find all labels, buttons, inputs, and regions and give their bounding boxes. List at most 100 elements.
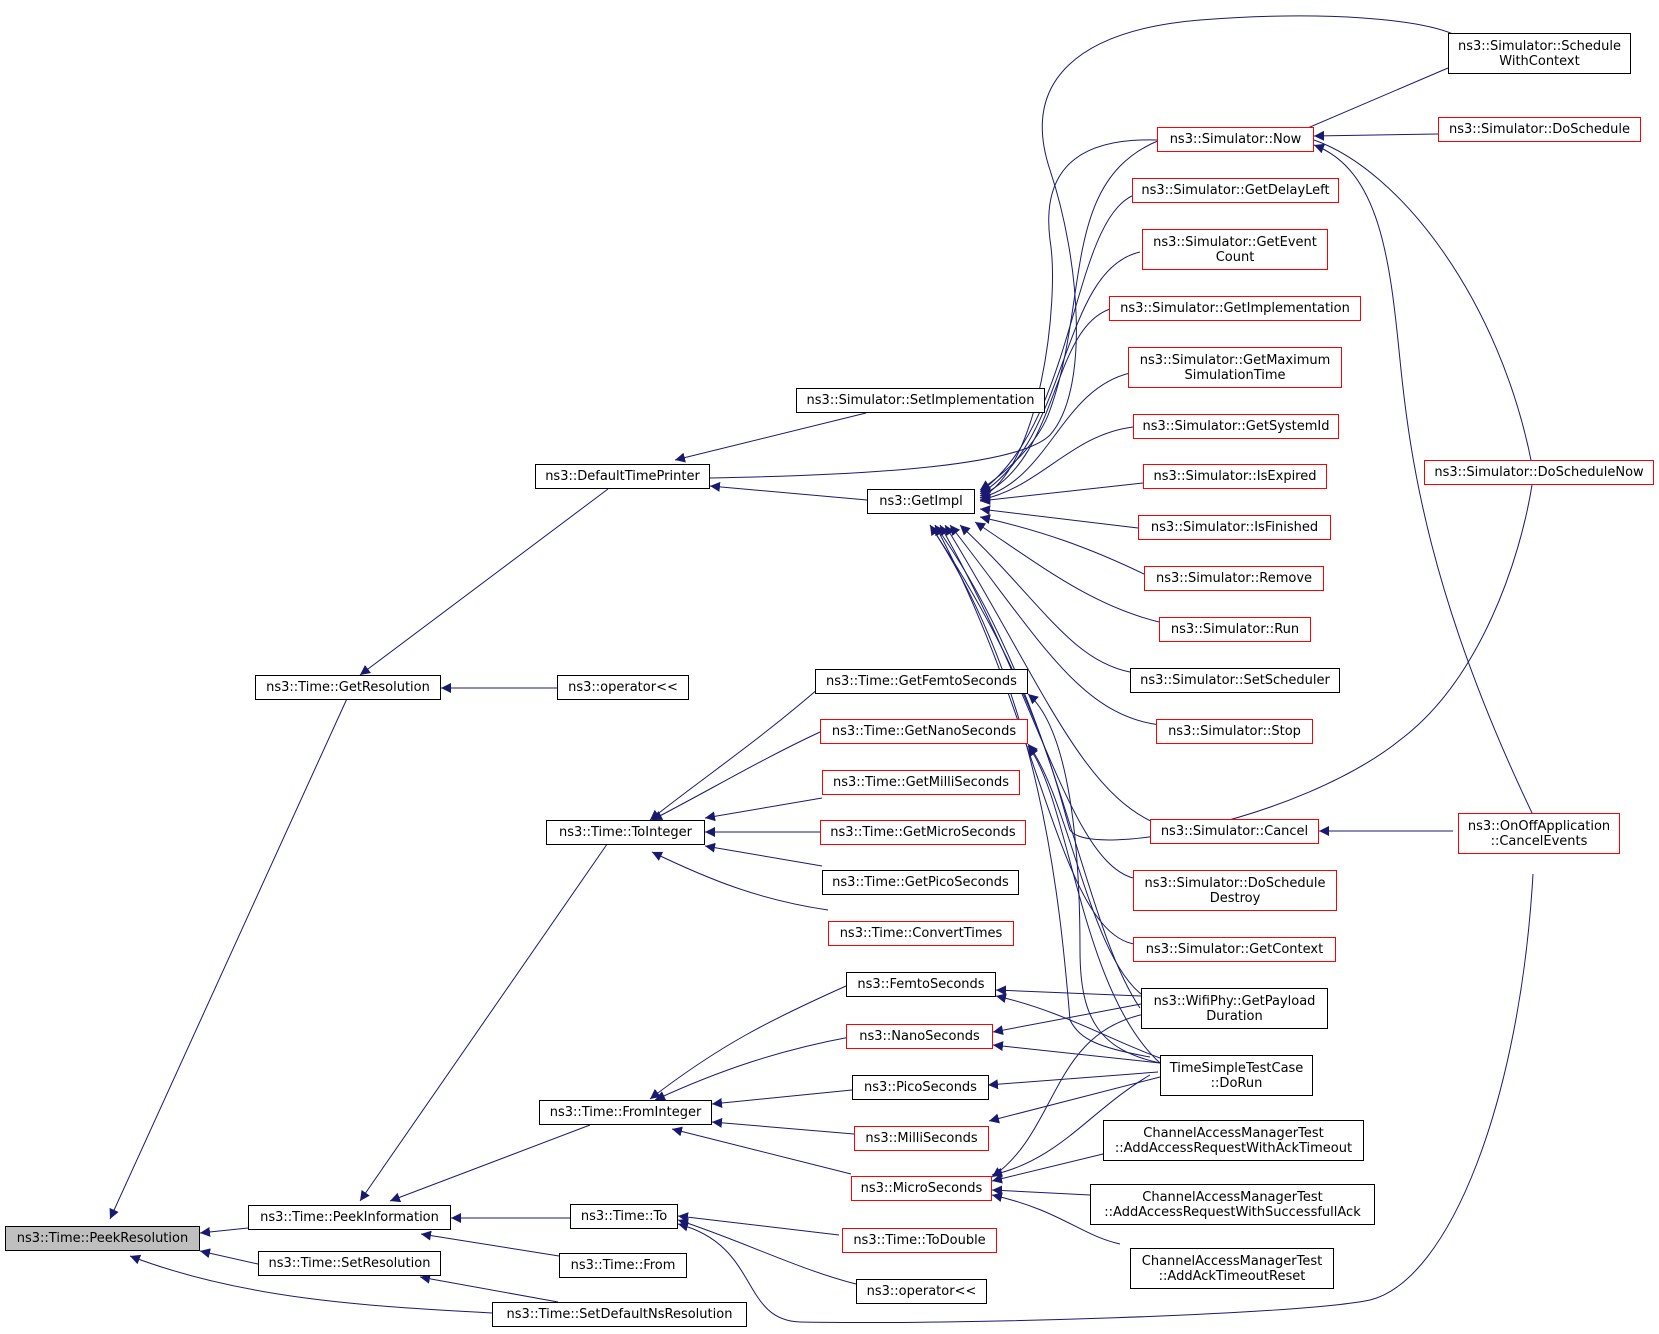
node-set-resolution[interactable]: ns3::Time::SetResolution <box>258 1251 441 1276</box>
edge <box>939 524 1134 879</box>
edge <box>991 1192 1121 1245</box>
edge <box>674 412 867 463</box>
edge <box>1313 130 1439 141</box>
node-sim-get-system-id[interactable]: ns3::Simulator::GetSystemId <box>1133 414 1339 439</box>
node-sim-get-implementation[interactable]: ns3::Simulator::GetImplementation <box>1109 296 1361 321</box>
node-get-micro-seconds[interactable]: ns3::Time::GetMicroSeconds <box>820 820 1026 845</box>
edge <box>995 993 1161 1059</box>
node-peek-information[interactable]: ns3::Time::PeekInformation <box>248 1205 451 1230</box>
node-sim-stop[interactable]: ns3::Simulator::Stop <box>1156 719 1313 744</box>
node-milli-seconds[interactable]: ns3::MilliSeconds <box>854 1126 989 1151</box>
node-onoff-cancel-events[interactable]: ns3::OnOffApplication ::CancelEvents <box>1458 813 1620 854</box>
node-sim-get-context[interactable]: ns3::Simulator::GetContext <box>1133 937 1336 962</box>
node-get-femto-seconds[interactable]: ns3::Time::GetFemtoSeconds <box>815 669 1028 694</box>
edge <box>991 1153 1104 1184</box>
node-sim-get-delay-left[interactable]: ns3::Simulator::GetDelayLeft <box>1132 178 1339 203</box>
edge <box>199 1226 249 1237</box>
node-sim-is-expired[interactable]: ns3::Simulator::IsExpired <box>1143 464 1327 489</box>
node-get-pico-seconds[interactable]: ns3::Time::GetPicoSeconds <box>822 870 1019 895</box>
node-camt-add-access-request-with-ack-timeout[interactable]: ChannelAccessManagerTest ::AddAccessRequ… <box>1103 1120 1364 1161</box>
node-set-implementation[interactable]: ns3::Simulator::SetImplementation <box>796 388 1045 413</box>
edge <box>979 308 1111 497</box>
edge <box>420 1230 560 1257</box>
edge <box>677 1212 840 1236</box>
node-pico-seconds[interactable]: ns3::PicoSeconds <box>852 1075 989 1100</box>
edge <box>991 1012 1151 1178</box>
node-get-milli-seconds[interactable]: ns3::Time::GetMilliSeconds <box>822 770 1020 795</box>
edge <box>704 797 823 822</box>
node-operator-ll-2[interactable]: ns3::operator<< <box>856 1279 987 1304</box>
edge <box>654 1036 851 1101</box>
edge <box>671 1126 852 1175</box>
edge <box>979 482 1144 505</box>
edge <box>419 1273 559 1303</box>
edge <box>944 524 1156 824</box>
edge <box>979 372 1131 501</box>
edge <box>709 481 868 501</box>
edge <box>979 192 1141 493</box>
node-time-simple-test-case-dorun[interactable]: TimeSimpleTestCase ::DoRun <box>1160 1055 1313 1096</box>
node-peek-resolution: ns3::Time::PeekResolution <box>5 1226 200 1251</box>
node-camt-add-ack-timeout-reset[interactable]: ChannelAccessManagerTest ::AddAckTimeout… <box>1130 1248 1334 1289</box>
node-sim-is-finished[interactable]: ns3::Simulator::IsFinished <box>1138 515 1331 540</box>
node-micro-seconds[interactable]: ns3::MicroSeconds <box>851 1176 992 1201</box>
node-nano-seconds[interactable]: ns3::NanoSeconds <box>846 1024 993 1049</box>
node-time-from[interactable]: ns3::Time::From <box>559 1253 687 1278</box>
node-wifiphy-get-payload-duration[interactable]: ns3::WifiPhy::GetPayload Duration <box>1141 988 1328 1029</box>
node-get-nano-seconds[interactable]: ns3::Time::GetNanoSeconds <box>820 719 1028 744</box>
node-operator-ll-1[interactable]: ns3::operator<< <box>557 675 689 700</box>
edge <box>649 681 827 821</box>
edge <box>979 426 1134 503</box>
edge <box>711 1117 855 1135</box>
edge <box>711 1089 853 1108</box>
edge <box>199 1248 259 1265</box>
node-sim-now[interactable]: ns3::Simulator::Now <box>1157 127 1314 152</box>
edge <box>979 514 1145 575</box>
node-camt-add-access-request-with-successfull-ack[interactable]: ChannelAccessManagerTest ::AddAccessRequ… <box>1090 1184 1375 1225</box>
edge <box>934 524 1135 945</box>
edge <box>959 524 1131 673</box>
node-set-default-ns-resolution[interactable]: ns3::Time::SetDefaultNsResolution <box>492 1302 747 1327</box>
node-get-resolution[interactable]: ns3::Time::GetResolution <box>255 675 441 700</box>
node-sim-get-maximum-simulation-time[interactable]: ns3::Simulator::GetMaximum SimulationTim… <box>1128 347 1342 388</box>
node-femto-seconds[interactable]: ns3::FemtoSeconds <box>846 972 996 997</box>
node-sim-do-schedule[interactable]: ns3::Simulator::DoSchedule <box>1438 117 1641 142</box>
node-to-integer[interactable]: ns3::Time::ToInteger <box>546 820 705 845</box>
edge <box>677 1218 857 1285</box>
edge <box>992 1003 1142 1036</box>
edge <box>991 1074 1151 1178</box>
edge <box>651 731 821 821</box>
edge <box>1027 745 1161 1064</box>
node-sim-get-event-count[interactable]: ns3::Simulator::GetEvent Count <box>1142 229 1328 270</box>
edge <box>1313 143 1534 816</box>
edge <box>987 1071 1159 1090</box>
node-convert-times[interactable]: ns3::Time::ConvertTimes <box>828 921 1014 946</box>
edge <box>109 691 351 1220</box>
edge <box>651 851 829 911</box>
edge <box>979 251 1141 495</box>
node-sim-set-scheduler[interactable]: ns3::Simulator::SetScheduler <box>1130 668 1340 693</box>
edge <box>1288 67 1449 137</box>
edge <box>359 488 609 676</box>
edge <box>359 836 613 1202</box>
node-get-impl[interactable]: ns3::GetImpl <box>867 489 975 514</box>
node-time-to[interactable]: ns3::Time::To <box>570 1204 678 1229</box>
edge <box>929 524 1151 1058</box>
node-to-double[interactable]: ns3::Time::ToDouble <box>842 1228 997 1253</box>
node-sim-remove[interactable]: ns3::Simulator::Remove <box>1144 566 1324 591</box>
node-sim-run[interactable]: ns3::Simulator::Run <box>1159 617 1311 642</box>
edge <box>389 1124 591 1203</box>
node-sim-schedule-with-context[interactable]: ns3::Simulator::Schedule WithContext <box>1448 33 1631 74</box>
edge <box>992 1041 1161 1064</box>
edge <box>995 985 1142 997</box>
node-default-time-printer[interactable]: ns3::DefaultTimePrinter <box>535 464 710 489</box>
edge <box>979 505 1139 529</box>
edge <box>988 1076 1161 1124</box>
node-sim-cancel[interactable]: ns3::Simulator::Cancel <box>1150 819 1319 844</box>
node-from-integer[interactable]: ns3::Time::FromInteger <box>539 1100 712 1125</box>
node-sim-do-schedule-now[interactable]: ns3::Simulator::DoScheduleNow <box>1424 460 1654 485</box>
node-sim-do-schedule-destroy[interactable]: ns3::Simulator::DoSchedule Destroy <box>1133 870 1337 911</box>
edge <box>974 521 1160 623</box>
edge <box>129 1254 493 1314</box>
